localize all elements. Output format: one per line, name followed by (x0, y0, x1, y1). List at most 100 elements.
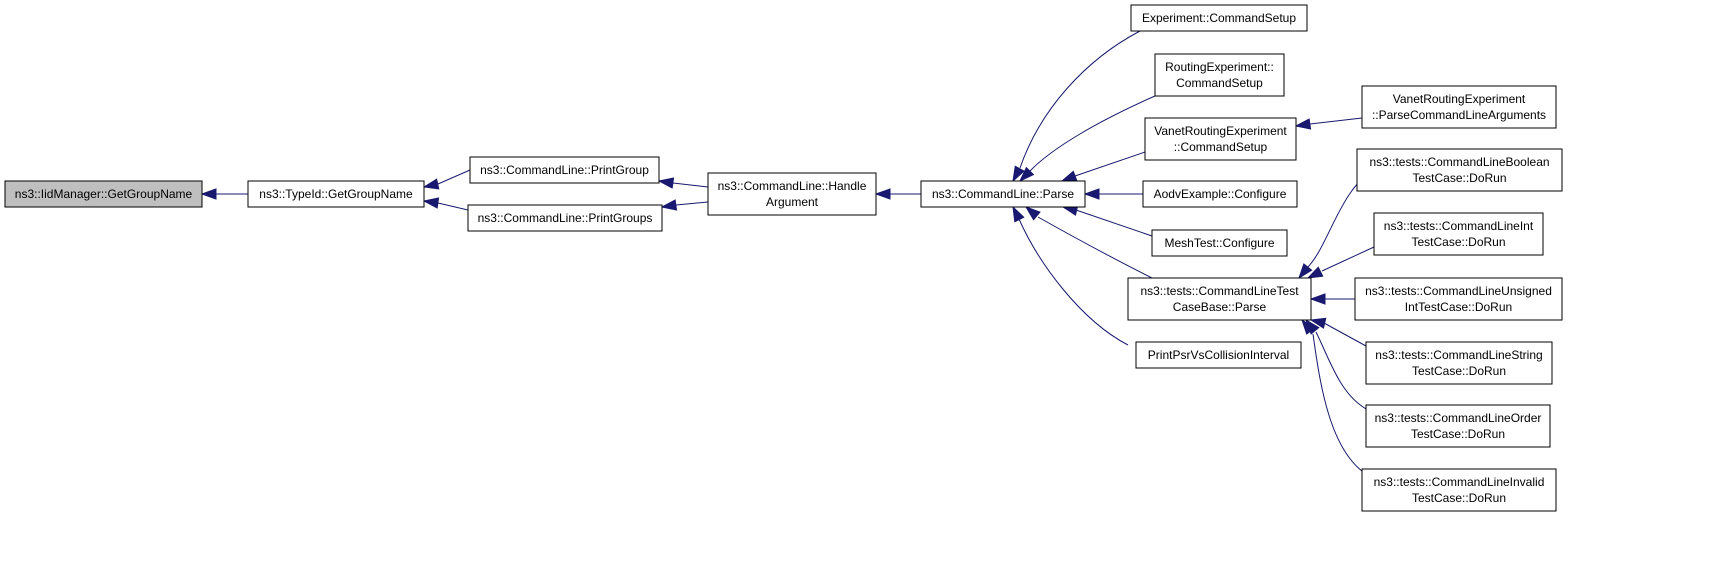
edge-routing_experiment_command_setup-to-parse (1018, 95, 1156, 183)
arrowhead (422, 178, 440, 190)
node-print-groups[interactable]: ns3::CommandLine::PrintGroups (467, 204, 663, 232)
node-label: ns3::tests::CommandLineTest (1140, 284, 1299, 298)
arrowhead (1012, 165, 1025, 183)
node-box (1135, 341, 1302, 369)
edge-experiment_command_setup-to-parse (1012, 30, 1141, 183)
edge-print_group-to-typeid_get_group_name (422, 169, 471, 190)
node-label: VanetRoutingExperiment (1393, 92, 1526, 106)
node-label: AodvExample::Configure (1154, 187, 1287, 201)
node-label: TestCase::DoRun (1411, 427, 1505, 441)
node-label: ns3::tests::CommandLineBoolean (1369, 155, 1549, 169)
node-label: ns3::tests::CommandLineInt (1384, 219, 1534, 233)
arrowhead (657, 177, 675, 189)
node-box (467, 204, 663, 232)
node-test-case-base-parse[interactable]: ns3::tests::CommandLineTestCaseBase::Par… (1127, 277, 1312, 321)
node-print-group[interactable]: ns3::CommandLine::PrintGroup (469, 156, 660, 184)
node-label: ns3::tests::CommandLineInvalid (1374, 475, 1545, 489)
edge-invalid_do_run-to-test_case_base_parse (1301, 318, 1367, 475)
node-label: ns3::CommandLine::PrintGroup (480, 163, 649, 177)
arrowhead (1083, 188, 1100, 200)
node-label: ns3::CommandLine::Handle (718, 179, 867, 193)
arrowhead (422, 197, 440, 209)
node-label: VanetRoutingExperiment (1154, 124, 1287, 138)
edge-line (1321, 246, 1375, 272)
node-label: TestCase::DoRun (1412, 171, 1506, 185)
edge-line (1075, 209, 1153, 237)
node-label: TestCase::DoRun (1411, 235, 1505, 249)
edge-line (1312, 333, 1367, 475)
arrowhead (1309, 317, 1327, 329)
edge-unsigned_do_run-to-test_case_base_parse (1309, 293, 1355, 305)
edge-handle_argument-to-print_groups (660, 199, 709, 211)
edge-line (1018, 218, 1129, 346)
node-box (1144, 117, 1297, 161)
node-typeid-get-group-name[interactable]: ns3::TypeId::GetGroupName (247, 180, 425, 208)
node-mesh-configure[interactable]: MeshTest::Configure (1151, 229, 1288, 257)
arrowhead (1309, 293, 1326, 305)
arrowhead (1024, 206, 1041, 221)
edge-print_groups-to-typeid_get_group_name (422, 197, 469, 211)
node-label: ns3::TypeId::GetGroupName (259, 187, 413, 201)
node-iid-get-group-name: ns3::IidManager::GetGroupName (4, 180, 203, 208)
node-label: ns3::IidManager::GetGroupName (15, 187, 193, 201)
node-label: TestCase::DoRun (1412, 491, 1506, 505)
edge-aodv_configure-to-parse (1083, 188, 1143, 200)
node-box (1361, 85, 1557, 129)
node-box (469, 156, 660, 184)
edge-line (1029, 95, 1156, 172)
node-label: TestCase::DoRun (1412, 364, 1506, 378)
node-unsigned-do-run[interactable]: ns3::tests::CommandLineUnsignedIntTestCa… (1354, 277, 1563, 321)
node-parse[interactable]: ns3::CommandLine::Parse (920, 180, 1086, 208)
node-label: ns3::tests::CommandLineUnsigned (1365, 284, 1552, 298)
node-box (1142, 180, 1298, 208)
arrowhead (1298, 263, 1313, 280)
node-aodv-configure[interactable]: AodvExample::Configure (1142, 180, 1298, 208)
arrowhead (1301, 318, 1316, 335)
arrowhead (1012, 205, 1025, 223)
node-vanet-parse-args[interactable]: VanetRoutingExperiment::ParseCommandLine… (1361, 85, 1557, 129)
node-label: CommandSetup (1176, 76, 1263, 90)
node-int-do-run[interactable]: ns3::tests::CommandLineIntTestCase::DoRu… (1373, 212, 1544, 256)
arrowhead (200, 188, 217, 200)
node-box (1373, 212, 1544, 256)
edge-mesh_configure-to-parse (1061, 204, 1153, 237)
edge-typeid_get_group_name-to-iid_get_group_name (200, 188, 248, 200)
node-label: Experiment::CommandSetup (1142, 11, 1296, 25)
node-box (1365, 404, 1551, 448)
node-box (1130, 4, 1308, 32)
node-box (1361, 468, 1557, 512)
node-box (1127, 277, 1312, 321)
nodes-layer: ns3::IidManager::GetGroupName ns3::TypeId… (4, 4, 1563, 512)
node-box (920, 180, 1086, 208)
node-label: MeshTest::Configure (1164, 236, 1274, 250)
node-routing-experiment-command-setup[interactable]: RoutingExperiment::CommandSetup (1154, 53, 1285, 97)
node-boolean-do-run[interactable]: ns3::tests::CommandLineBooleanTestCase::… (1356, 148, 1563, 192)
node-label: CaseBase::Parse (1173, 300, 1267, 314)
node-label: ns3::tests::CommandLineOrder (1375, 411, 1542, 425)
arrowhead (1306, 266, 1324, 279)
node-box (1356, 148, 1563, 192)
node-print-psr[interactable]: PrintPsrVsCollisionInterval (1135, 341, 1302, 369)
edge-order_do_run-to-test_case_base_parse (1305, 318, 1369, 411)
edges-layer (200, 30, 1381, 475)
node-vanet-command-setup[interactable]: VanetRoutingExperiment::CommandSetup (1144, 117, 1297, 161)
node-box (1151, 229, 1288, 257)
arrowhead (874, 188, 891, 200)
edge-line (1019, 30, 1141, 169)
edge-int_do_run-to-test_case_base_parse (1306, 246, 1375, 279)
edge-line (672, 182, 709, 188)
node-experiment-command-setup[interactable]: Experiment::CommandSetup (1130, 4, 1308, 32)
node-order-do-run[interactable]: ns3::tests::CommandLineOrderTestCase::Do… (1365, 404, 1551, 448)
edge-vanet_command_setup-to-parse (1060, 151, 1146, 182)
node-string-do-run[interactable]: ns3::tests::CommandLineStringTestCase::D… (1365, 341, 1553, 385)
node-label: PrintPsrVsCollisionInterval (1148, 348, 1289, 362)
arrowhead (1294, 118, 1312, 130)
edge-line (1074, 151, 1146, 177)
edge-line (1037, 216, 1157, 281)
edge-test_case_base_parse-to-parse (1024, 206, 1157, 281)
edge-line (1323, 322, 1367, 347)
node-invalid-do-run[interactable]: ns3::tests::CommandLineInvalidTestCase::… (1361, 468, 1557, 512)
node-label: RoutingExperiment:: (1165, 60, 1274, 74)
